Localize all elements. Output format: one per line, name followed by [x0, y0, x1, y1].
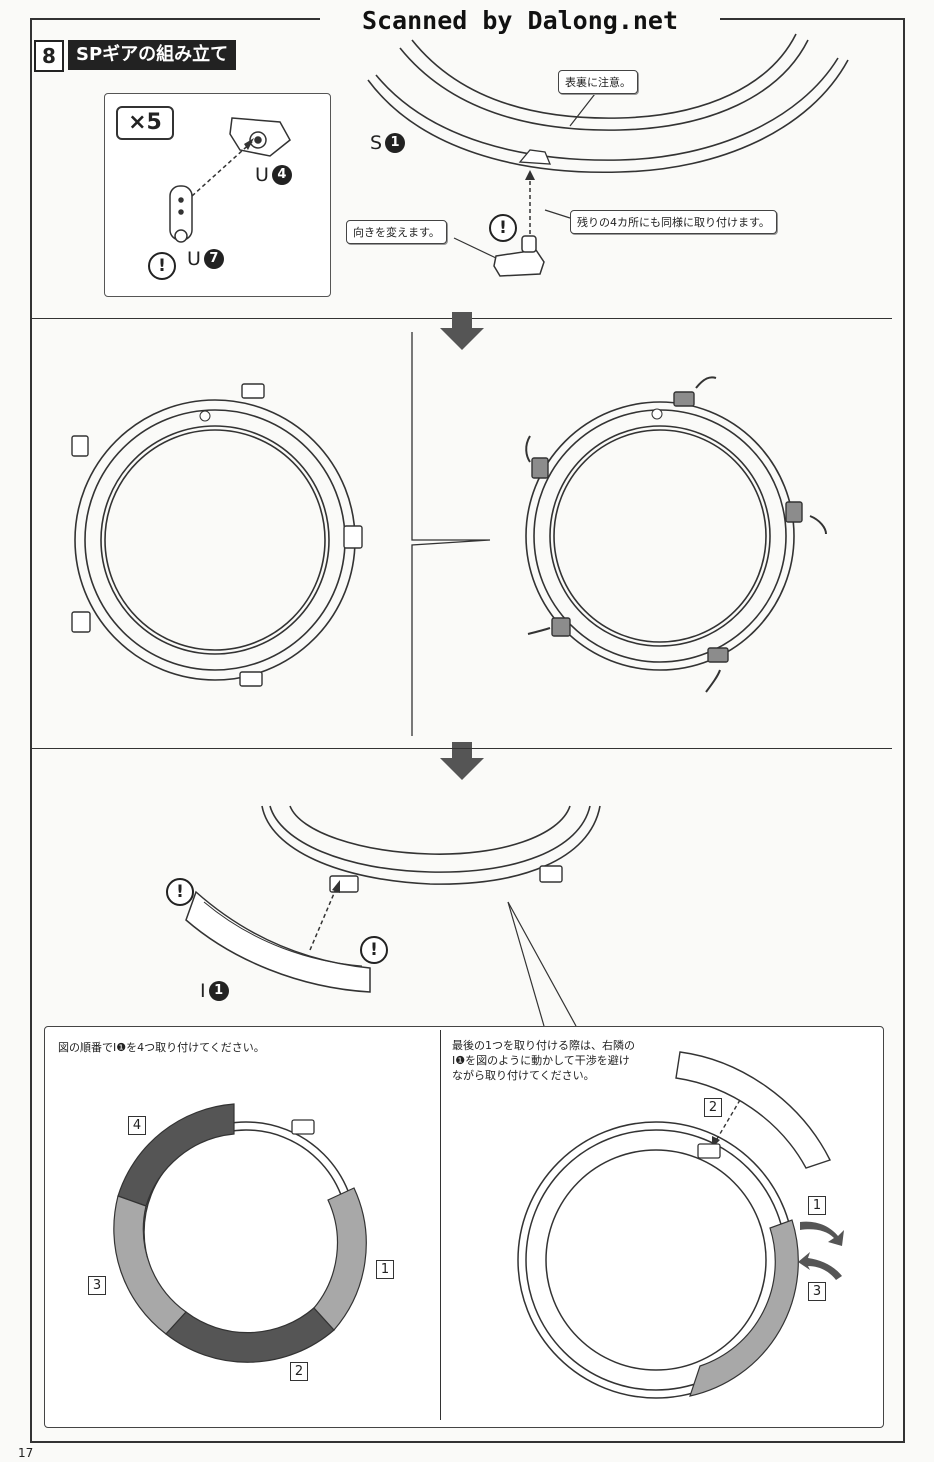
segment-2	[165, 1307, 335, 1363]
order-number-3: 3	[808, 1282, 826, 1301]
callout-remaining-four: 残りの4カ所にも同様に取り付けます。	[570, 210, 777, 234]
step-title: SPギアの組み立て	[68, 40, 237, 70]
callout-change-direction: 向きを変えます。	[346, 220, 447, 244]
order-number-4: 4	[128, 1116, 146, 1135]
step-number: 8	[34, 40, 64, 72]
order-number-2: 2	[704, 1098, 722, 1117]
instruction-divider	[440, 1030, 442, 1420]
warning-icon: !	[489, 214, 517, 242]
callout-front-back: 表裏に注意。	[558, 70, 638, 94]
order-number-2: 2	[290, 1362, 308, 1381]
page-number: 17	[18, 1446, 34, 1460]
mounting-tabs	[71, 383, 363, 687]
multiplier-badge: ×5	[116, 106, 174, 140]
segment-1	[313, 1187, 367, 1331]
part-i1-illustration	[185, 890, 371, 993]
segment-2-incoming	[675, 1051, 831, 1169]
warning-icon: !	[166, 878, 194, 906]
instruction-right: 最後の1つを取り付ける際は、右隣の I❶を図のように動かして干渉を避け ながら取…	[452, 1039, 635, 1082]
move-arrows	[798, 1221, 844, 1280]
part-u7-illustration	[169, 185, 193, 243]
segment-3	[113, 1195, 187, 1335]
warning-icon: !	[148, 252, 176, 280]
section-divider	[32, 748, 892, 750]
order-number-1: 1	[376, 1260, 394, 1279]
instruction-left: 図の順番でI❶を4つ取り付けてください。	[58, 1041, 265, 1054]
warning-icon: !	[360, 936, 388, 964]
watermark: Scanned by Dalong.net	[320, 6, 720, 35]
part-u4-illustration	[229, 117, 291, 157]
order-number-1: 1	[808, 1196, 826, 1215]
rotated-tabs	[531, 391, 803, 663]
rotation-arrows	[525, 376, 827, 693]
segment-1-moved	[689, 1219, 799, 1397]
order-number-3: 3	[88, 1276, 106, 1295]
